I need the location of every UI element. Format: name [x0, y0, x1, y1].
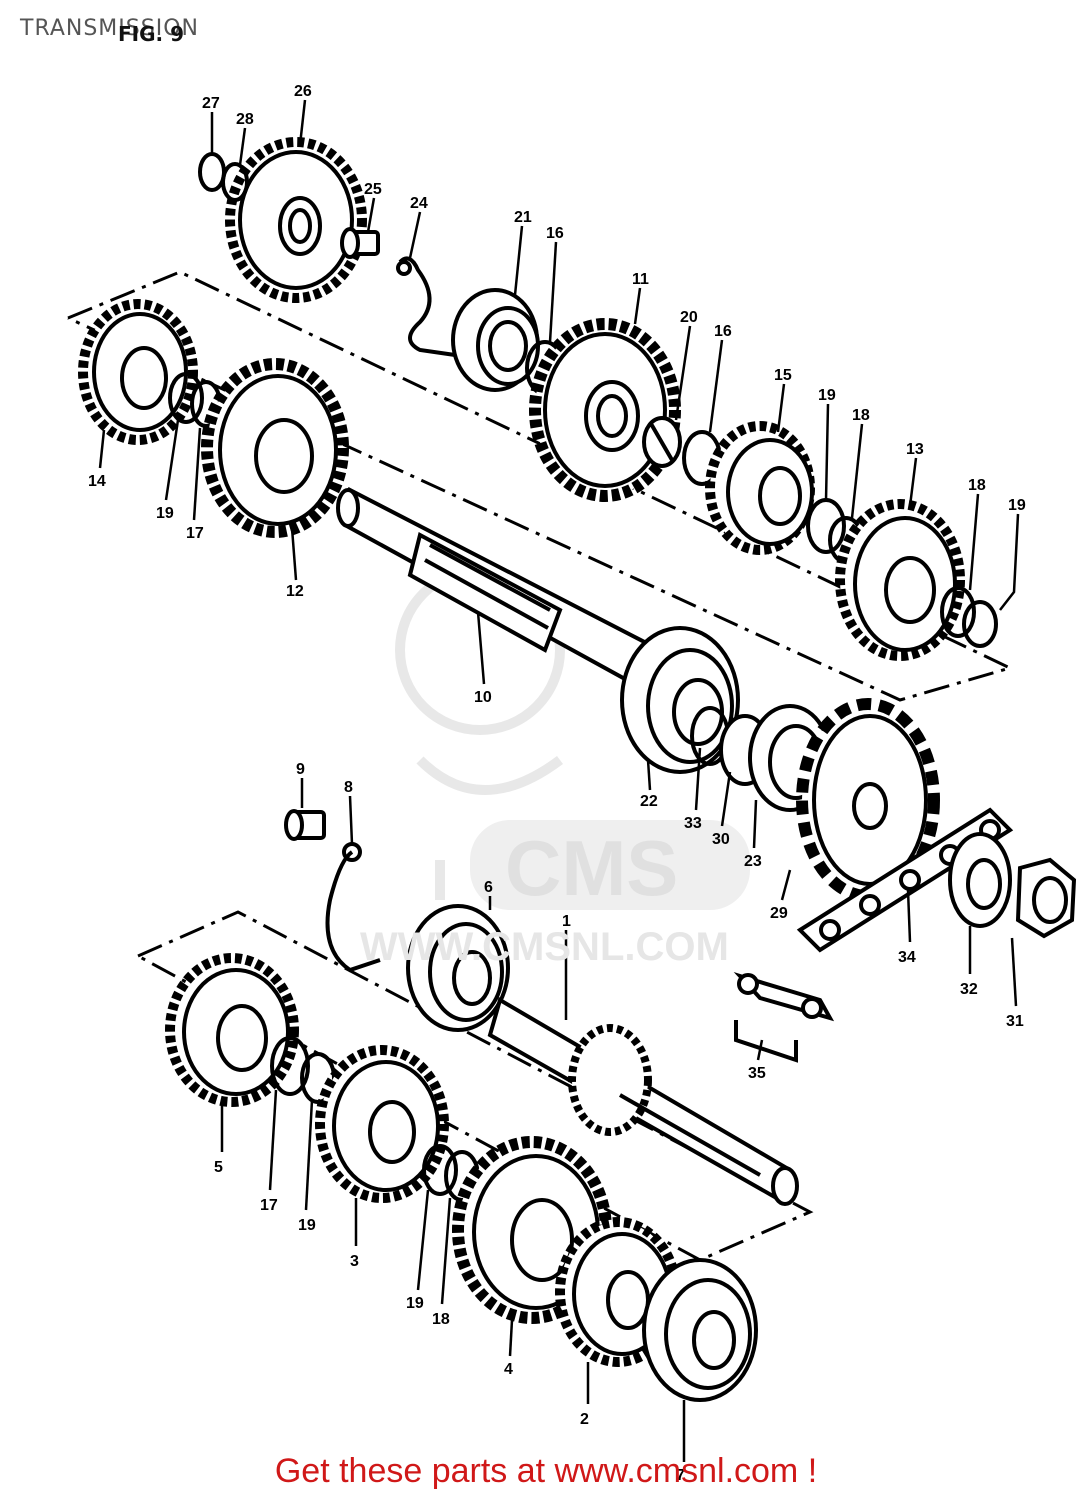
callout-label: 31: [1006, 1013, 1024, 1030]
callout-label: 7: [676, 1467, 685, 1484]
callout-label: 33: [684, 815, 702, 832]
callout-label: 8: [344, 779, 353, 796]
callout-label: 20: [680, 309, 698, 326]
lock-washer-32: [948, 832, 1012, 928]
callout-label: 34: [898, 949, 916, 966]
page-title: TRANSMISSION: [20, 16, 199, 41]
circlip-27: [198, 152, 226, 192]
bolt-9: [284, 809, 326, 841]
gear-13: [835, 499, 965, 661]
circlip-18-b: [940, 586, 976, 638]
callout-label: 23: [744, 853, 762, 870]
nut-31: [1015, 857, 1077, 939]
footer-link-text[interactable]: Get these parts at www.cmsnl.com !: [274, 1452, 818, 1490]
callout-label: 27: [202, 95, 220, 112]
bolt-25: [340, 227, 380, 259]
gear-15: [705, 421, 815, 555]
bearing-6: [406, 904, 510, 1032]
leader-lines: [98, 99, 1020, 1462]
callout-label: 24: [410, 195, 428, 212]
callout-label: 26: [294, 83, 312, 100]
retainer-24: [396, 256, 456, 357]
gear-5: [165, 953, 299, 1107]
gear-26: [225, 137, 367, 303]
callout-label: 5: [214, 1159, 223, 1176]
lower-group-boundary: [137, 910, 814, 1262]
svg-text:CMS: CMS: [505, 824, 678, 912]
upper-group-boundary: [67, 270, 1015, 702]
callout-label: 13: [906, 441, 924, 458]
callout-label: 19: [156, 505, 174, 522]
washer-19-a: [806, 498, 846, 554]
chain-34: [796, 807, 1014, 953]
washer-19-b: [962, 600, 998, 648]
shaft-1: [487, 996, 799, 1206]
circlip-17-b: [270, 1036, 310, 1096]
callout-label: 9: [296, 761, 305, 778]
callout-label: 16: [546, 225, 564, 242]
callout-label: 10: [474, 689, 492, 706]
callout-label: 32: [960, 981, 978, 998]
callout-label: 18: [852, 407, 870, 424]
callout-label: 12: [286, 583, 304, 600]
callout-label: 17: [186, 525, 204, 542]
callout-label: 19: [1008, 497, 1026, 514]
shaft-10: [336, 486, 663, 693]
callout-label: 35: [748, 1065, 766, 1082]
callout-label: 29: [770, 905, 788, 922]
gear-11: [529, 318, 681, 502]
bearing-7: [642, 1258, 758, 1402]
callout-label: 15: [774, 367, 792, 384]
gear-3: [315, 1045, 449, 1203]
callout-label: 14: [88, 473, 106, 490]
callout-label: 28: [236, 111, 254, 128]
callout-label: 3: [350, 1253, 359, 1270]
washer-28: [221, 162, 249, 202]
sprocket-29: [796, 698, 940, 902]
callout-label: 6: [484, 879, 493, 896]
callout-label: 19: [406, 1295, 424, 1312]
callout-label: 17: [260, 1197, 278, 1214]
callout-label: 16: [714, 323, 732, 340]
bearing-22: [620, 626, 740, 774]
callout-label: 22: [640, 793, 658, 810]
callout-label: 1: [562, 913, 571, 930]
bushing-20: [642, 416, 682, 468]
callout-label: 4: [504, 1361, 513, 1378]
callout-label: 11: [632, 271, 649, 288]
master-link-35: [733, 972, 835, 1063]
gear-12: [201, 358, 349, 538]
washer-19-c: [168, 372, 204, 424]
bearing-21: [451, 288, 540, 392]
callout-label: 19: [298, 1217, 316, 1234]
callout-label: 18: [968, 477, 986, 494]
watermark-logo: CMS: [470, 820, 750, 912]
callout-label: 19: [818, 387, 836, 404]
callout-label: 30: [712, 831, 730, 848]
callout-label: 2: [580, 1411, 589, 1428]
callout-label: 25: [364, 181, 382, 198]
gear-14: [78, 299, 198, 445]
callout-label: 18: [432, 1311, 450, 1328]
callout-label: 21: [514, 209, 532, 226]
callout-labels: 27 28 26 25 24 21 16 11 20 16 15 19 18 1…: [88, 83, 1026, 1484]
figure-label: FIG. 9: [118, 22, 184, 46]
watermark-text: WWW.CMSNL.COM: [360, 925, 729, 969]
washer-19-e: [422, 1144, 458, 1196]
